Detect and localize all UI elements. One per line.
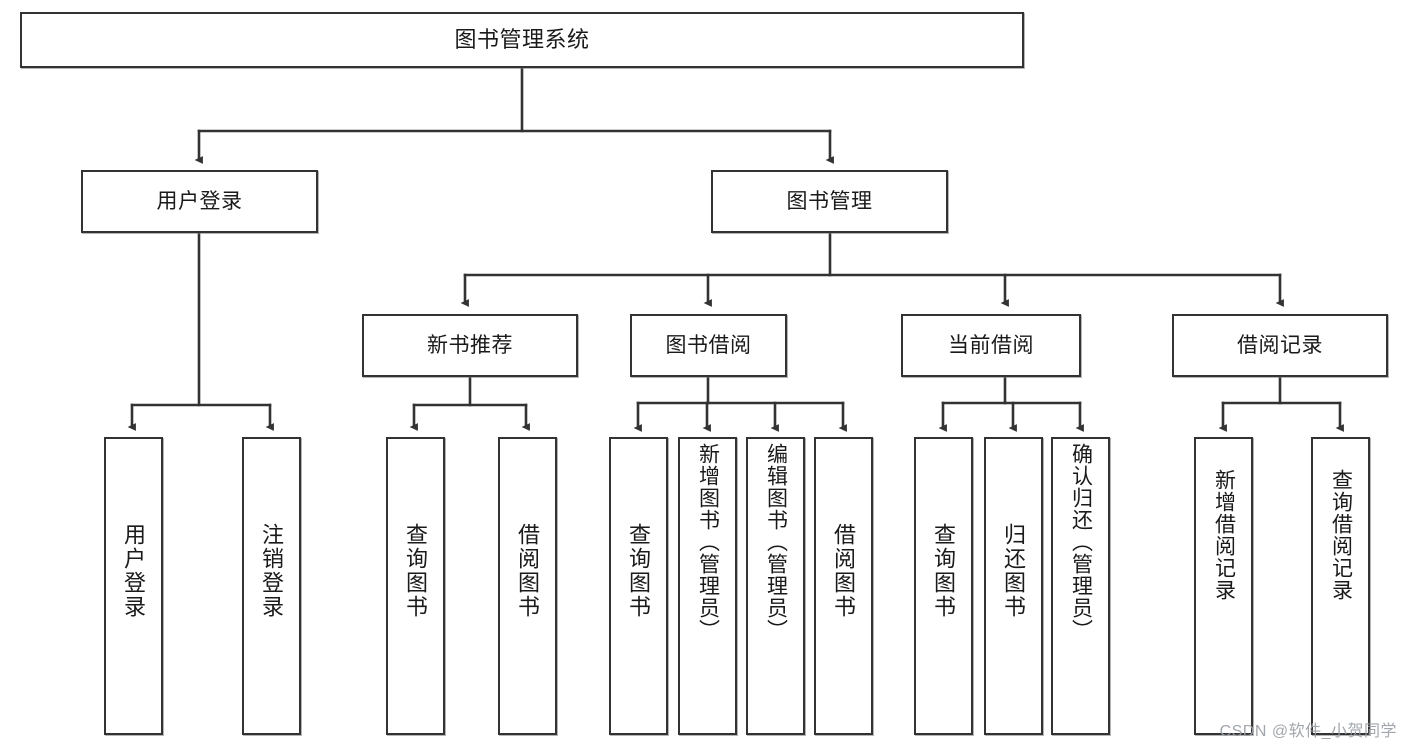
leaf-edit-book[interactable]: 编辑图书（管理员） — [746, 437, 805, 735]
node-label: 归还图书 — [1001, 523, 1027, 619]
node-label: 查询图书 — [403, 523, 429, 619]
leaf-borrow-book-1[interactable]: 借阅图书 — [498, 437, 557, 735]
node-label: 新增图书（管理员） — [696, 443, 720, 641]
node-label: 新增借阅记录 — [1212, 469, 1236, 601]
node-label: 查询图书 — [626, 523, 652, 619]
node-label: 借阅图书 — [515, 523, 541, 619]
leaf-confirm-return[interactable]: 确认归还（管理员） — [1051, 437, 1110, 735]
node-label: 查询借阅记录 — [1329, 469, 1353, 601]
node-new-book-recommend[interactable]: 新书推荐 — [362, 314, 578, 377]
leaf-query-book-3[interactable]: 查询图书 — [914, 437, 973, 735]
node-label: 编辑图书（管理员） — [764, 443, 788, 641]
node-root-system[interactable]: 图书管理系统 — [20, 12, 1024, 68]
node-label: 确认归还（管理员） — [1069, 443, 1093, 641]
leaf-user-logout[interactable]: 注销登录 — [242, 437, 301, 735]
node-label: 新书推荐 — [427, 333, 513, 357]
node-book-borrow[interactable]: 图书借阅 — [630, 314, 787, 377]
node-label: 当前借阅 — [948, 333, 1034, 357]
node-label: 用户登录 — [156, 189, 243, 213]
node-current-borrow[interactable]: 当前借阅 — [901, 314, 1081, 377]
node-label: 借阅记录 — [1237, 333, 1323, 357]
node-borrow-record[interactable]: 借阅记录 — [1172, 314, 1388, 377]
node-label: 图书管理系统 — [454, 26, 590, 52]
node-label: 注销登录 — [259, 523, 285, 619]
node-book-manage[interactable]: 图书管理 — [711, 170, 948, 233]
node-label: 用户登录 — [121, 523, 147, 619]
node-label: 借阅图书 — [831, 523, 857, 619]
leaf-borrow-book-2[interactable]: 借阅图书 — [814, 437, 873, 735]
leaf-add-record[interactable]: 新增借阅记录 — [1194, 437, 1253, 735]
node-label: 查询图书 — [931, 523, 957, 619]
node-user-login[interactable]: 用户登录 — [81, 170, 318, 233]
leaf-query-book-1[interactable]: 查询图书 — [386, 437, 445, 735]
leaf-query-record[interactable]: 查询借阅记录 — [1311, 437, 1370, 735]
leaf-user-login[interactable]: 用户登录 — [104, 437, 163, 735]
csdn-watermark: CSDN @软件_小贺同学 — [1219, 723, 1397, 740]
node-label: 图书管理 — [786, 189, 873, 213]
leaf-query-book-2[interactable]: 查询图书 — [609, 437, 668, 735]
node-label: 图书借阅 — [665, 333, 752, 357]
leaf-return-book[interactable]: 归还图书 — [984, 437, 1043, 735]
leaf-add-book[interactable]: 新增图书（管理员） — [678, 437, 737, 735]
